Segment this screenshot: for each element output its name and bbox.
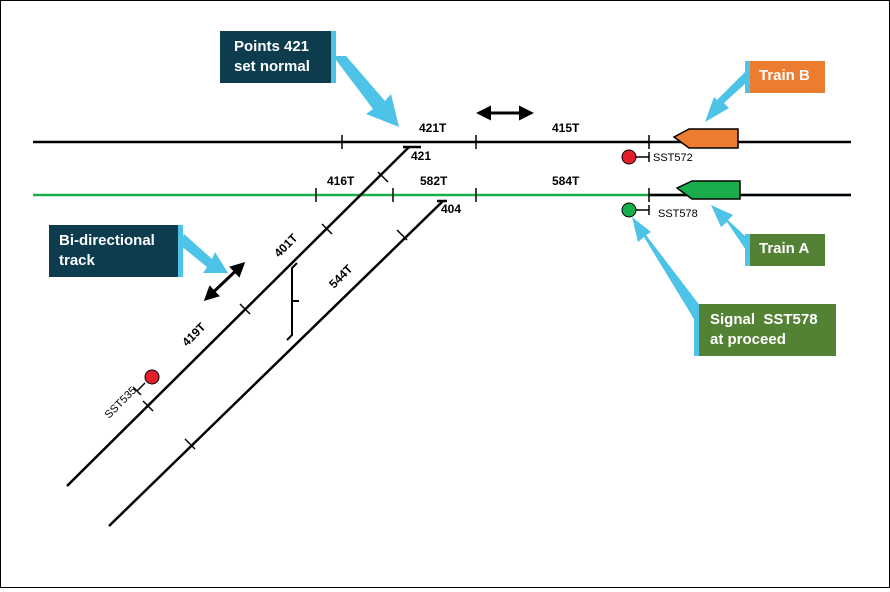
double-headed-arrow-icon bbox=[203, 261, 246, 302]
callout-train-b: Train B bbox=[745, 61, 825, 93]
track-label-415T: 415T bbox=[552, 121, 580, 135]
branch-line-544 bbox=[108, 200, 444, 527]
pointer-arrow-signal-sst578 bbox=[632, 217, 704, 319]
branch-line-401 bbox=[66, 146, 410, 487]
callout-signal-sst578-line1: Signal SST578 bbox=[710, 311, 818, 328]
points-label-404: 404 bbox=[441, 202, 461, 216]
track-label-416T: 416T bbox=[327, 174, 355, 188]
joint-diag-1 bbox=[377, 171, 389, 183]
train-a[interactable] bbox=[675, 180, 741, 200]
signal-lamp-red bbox=[621, 149, 637, 165]
track-label-544T: 544T bbox=[326, 261, 356, 291]
callout-signal-sst578: Signal SST578 at proceed bbox=[694, 304, 836, 356]
signal-sst572[interactable]: SST572 bbox=[621, 149, 693, 165]
callout-train-a-text: Train A bbox=[759, 240, 810, 257]
callout-train-b-text: Train B bbox=[759, 67, 810, 84]
callout-points-421: Points 421 set normal bbox=[220, 31, 336, 83]
track-label-582T: 582T bbox=[420, 174, 448, 188]
signal-lamp-green bbox=[621, 202, 637, 218]
joint-diag-6 bbox=[184, 438, 196, 450]
callout-points-421-line1: Points 421 bbox=[234, 38, 310, 55]
track-label-421T: 421T bbox=[419, 121, 447, 135]
pointer-arrow-train-b bbox=[705, 71, 746, 122]
pointer-arrow-bidirectional bbox=[180, 234, 228, 273]
callout-signal-sst578-line2: at proceed bbox=[710, 331, 786, 348]
train-b[interactable] bbox=[672, 128, 739, 149]
callout-points-421-line2: set normal bbox=[234, 58, 310, 75]
pointer-arrow-train-a bbox=[711, 205, 746, 250]
joint-diag-4 bbox=[142, 400, 154, 412]
signal-label-sst535: SST535 bbox=[103, 385, 140, 422]
signal-sst578[interactable]: SST578 bbox=[621, 202, 698, 220]
crossover-bracket bbox=[286, 262, 299, 341]
callout-bi-directional: Bi-directional track bbox=[49, 225, 183, 277]
signal-label-sst572: SST572 bbox=[653, 152, 693, 164]
callout-bi-directional-line2: track bbox=[59, 252, 95, 269]
joint-diag-3 bbox=[239, 303, 251, 315]
signal-lamp-red bbox=[144, 369, 160, 385]
pointer-arrow-points-421 bbox=[333, 56, 399, 127]
signal-sst535[interactable]: SST535 bbox=[103, 369, 160, 422]
joint-diag-2 bbox=[321, 223, 333, 235]
signal-label-sst578: SST578 bbox=[658, 208, 698, 220]
track-label-401T: 401T bbox=[271, 230, 301, 260]
track-label-584T: 584T bbox=[552, 174, 580, 188]
callout-bi-directional-line1: Bi-directional bbox=[59, 232, 155, 249]
joint-diag-5 bbox=[396, 229, 408, 241]
track-label-419T: 419T bbox=[179, 319, 209, 349]
callout-train-a: Train A bbox=[745, 234, 825, 266]
points-label-421: 421 bbox=[411, 149, 431, 163]
